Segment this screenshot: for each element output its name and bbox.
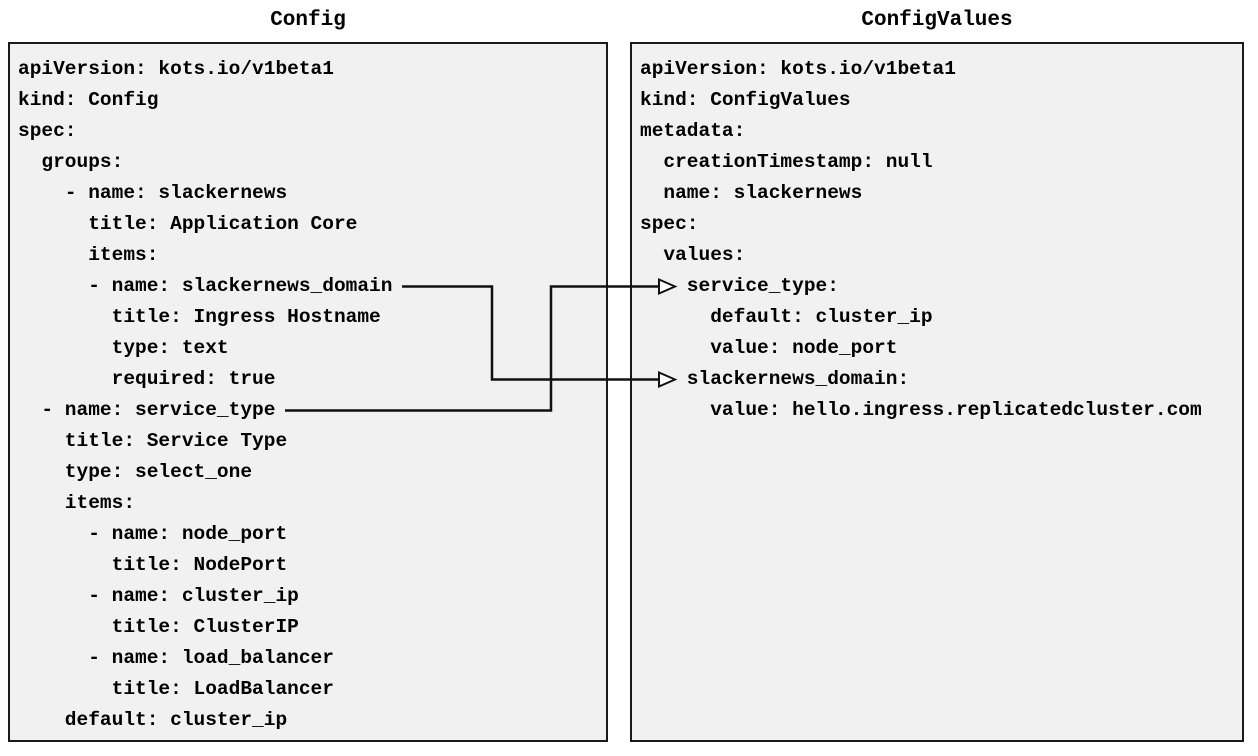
configvalues-panel: apiVersion: kots.io/v1beta1 kind: Config…	[630, 42, 1244, 742]
config-panel: apiVersion: kots.io/v1beta1 kind: Config…	[8, 42, 608, 742]
configvalues-panel-title: ConfigValues	[861, 9, 1013, 32]
config-panel-title: Config	[270, 9, 346, 32]
configvalues-yaml-code: apiVersion: kots.io/v1beta1 kind: Config…	[640, 58, 1202, 421]
config-yaml-code: apiVersion: kots.io/v1beta1 kind: Config…	[18, 58, 393, 731]
